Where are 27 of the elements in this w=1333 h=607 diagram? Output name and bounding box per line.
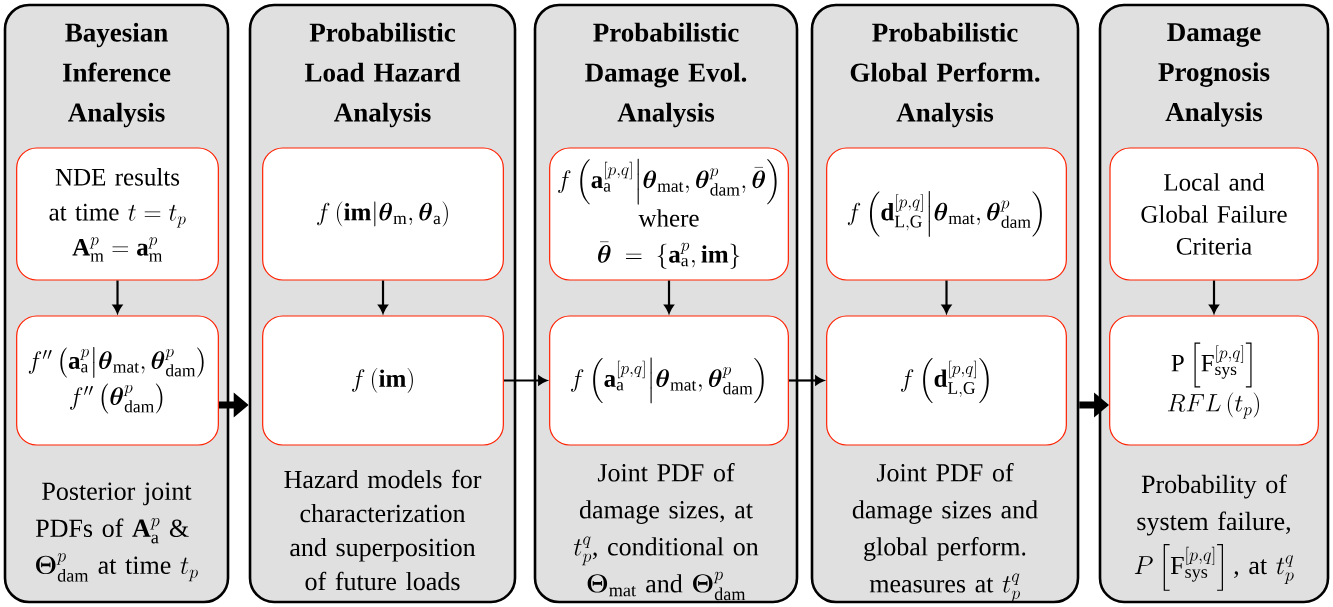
process-box: $f\left(\mathbf{im}\right)$ xyxy=(262,315,504,446)
arrow xyxy=(1209,280,1219,314)
description-text: $\begin{gathered}\text{Joint PDF of}\\ \text{damage sizes and}\\ \text{global perform.}\\ \text{measures at }t^{q}_{p}\end{gathered}$ xyxy=(852,463,1038,603)
column-heading: Bayesian Inference Analysis xyxy=(62,22,171,128)
arrow xyxy=(112,280,123,314)
process-box: $f\left(\mathbf{d}^{[p,q]}_{\mathrm{L,G}}\right)$ xyxy=(826,315,1067,446)
column-heading: Probabilistic Global Perform. Analysis xyxy=(850,22,1040,128)
column-heading: Probabilistic Load Hazard Analysis xyxy=(304,22,461,128)
process-box: $\begin{gathered}\text{NDE results}\\ \text{at time }t=t_{p}\\ \mathbf{A}^{p}_{\mathrm{m}}=\mathbf{a}^{p}_{\mathrm{m}}\end{gathered}$ xyxy=(16,147,219,281)
process-box: $f''\left(\mathbf{a}^{p}_{\mathrm{a}}\middle|\boldsymbol{\theta}_{\mathrm{mat}},\boldsymbol{\theta}^{p}_{\mathrm{dam}}\right)$ $f''\left(\boldsymbol{\theta}^{p}_{\mathrm{dam}}\right)$ xyxy=(16,315,219,446)
arrow xyxy=(664,280,674,314)
column-heading: Probabilistic Damage Evol. Analysis xyxy=(585,22,747,128)
process-box: Local and Global Failure Criteria xyxy=(1109,147,1319,281)
process-box: $f\left(\mathbf{a}^{[p,q]}_{\mathrm{a}}\middle|\boldsymbol{\theta}_{\mathrm{mat}},\boldsymbol{\theta}^{p}_{\mathrm{dam}},\bar{\boldsymbol{\theta}}\right)$ where $\bar{\boldsymbol{\theta}}=\left\{\mathbf{a}^{p}_{\mathrm{a}},\mathbf{im}\right\}$ xyxy=(549,147,789,281)
column-heading: Damage Prognosis Analysis xyxy=(1158,23,1270,127)
description-text: $\begin{gathered}\text{Probability of}\\ \text{system failure,}\\ P\left[\mathrm{F}^{[p,q]}_{\mathrm{sys}}\right]\text{, at }t^{q}_{p}\end{gathered}$ xyxy=(1134,474,1294,591)
process-box: $f\left(\mathbf{a}^{[p,q]}_{\mathrm{a}}\middle|\boldsymbol{\theta}_{\mathrm{mat}},\boldsymbol{\theta}^{p}_{\mathrm{dam}}\right)$ xyxy=(549,315,789,446)
process-box: $f\left(\mathbf{im}\middle|\boldsymbol{\theta}_{\mathrm{m}},\boldsymbol{\theta}_{\mathrm{a}}\right)$ xyxy=(262,147,504,281)
description-text: $\begin{gathered}\text{Posterior joint}\\ \text{PDFs of }\mathbf{A}^{p}_{\mathrm{a}}\text{ \& }\\ \boldsymbol{\Theta}^{p}_{\mathrm{dam}}\text{ at time }t_{p}\end{gathered}$ xyxy=(36,482,198,582)
arrow xyxy=(503,375,547,386)
arrow xyxy=(941,280,952,314)
description-text: $\begin{gathered}\text{Joint PDF of}\\ \text{damage sizes, at}\\ t^{q}_{p}\text{, conditional on}\\ \boldsymbol{\Theta}_{\mathrm{mat}}\text{ and }\boldsymbol{\Theta}^{p}_{\mathrm{dam}}\end{gathered}$ xyxy=(573,463,759,601)
process-box: $\mathrm{P}\left[\mathrm{F}^{[p,q]}_{\mathrm{sys}}\right]$ $RFL\left(t_{p}\right)$ xyxy=(1109,315,1319,446)
arrow xyxy=(788,375,824,386)
description-text: Hazard models for characterization and superposition of future loads xyxy=(284,469,482,591)
process-box: $f\left(\mathbf{d}^{[p,q]}_{\mathrm{L,G}}\middle|\boldsymbol{\theta}_{\mathrm{mat}},\boldsymbol{\theta}^{p}_{\mathrm{dam}}\right)$ xyxy=(826,147,1067,281)
arrow xyxy=(378,280,388,314)
